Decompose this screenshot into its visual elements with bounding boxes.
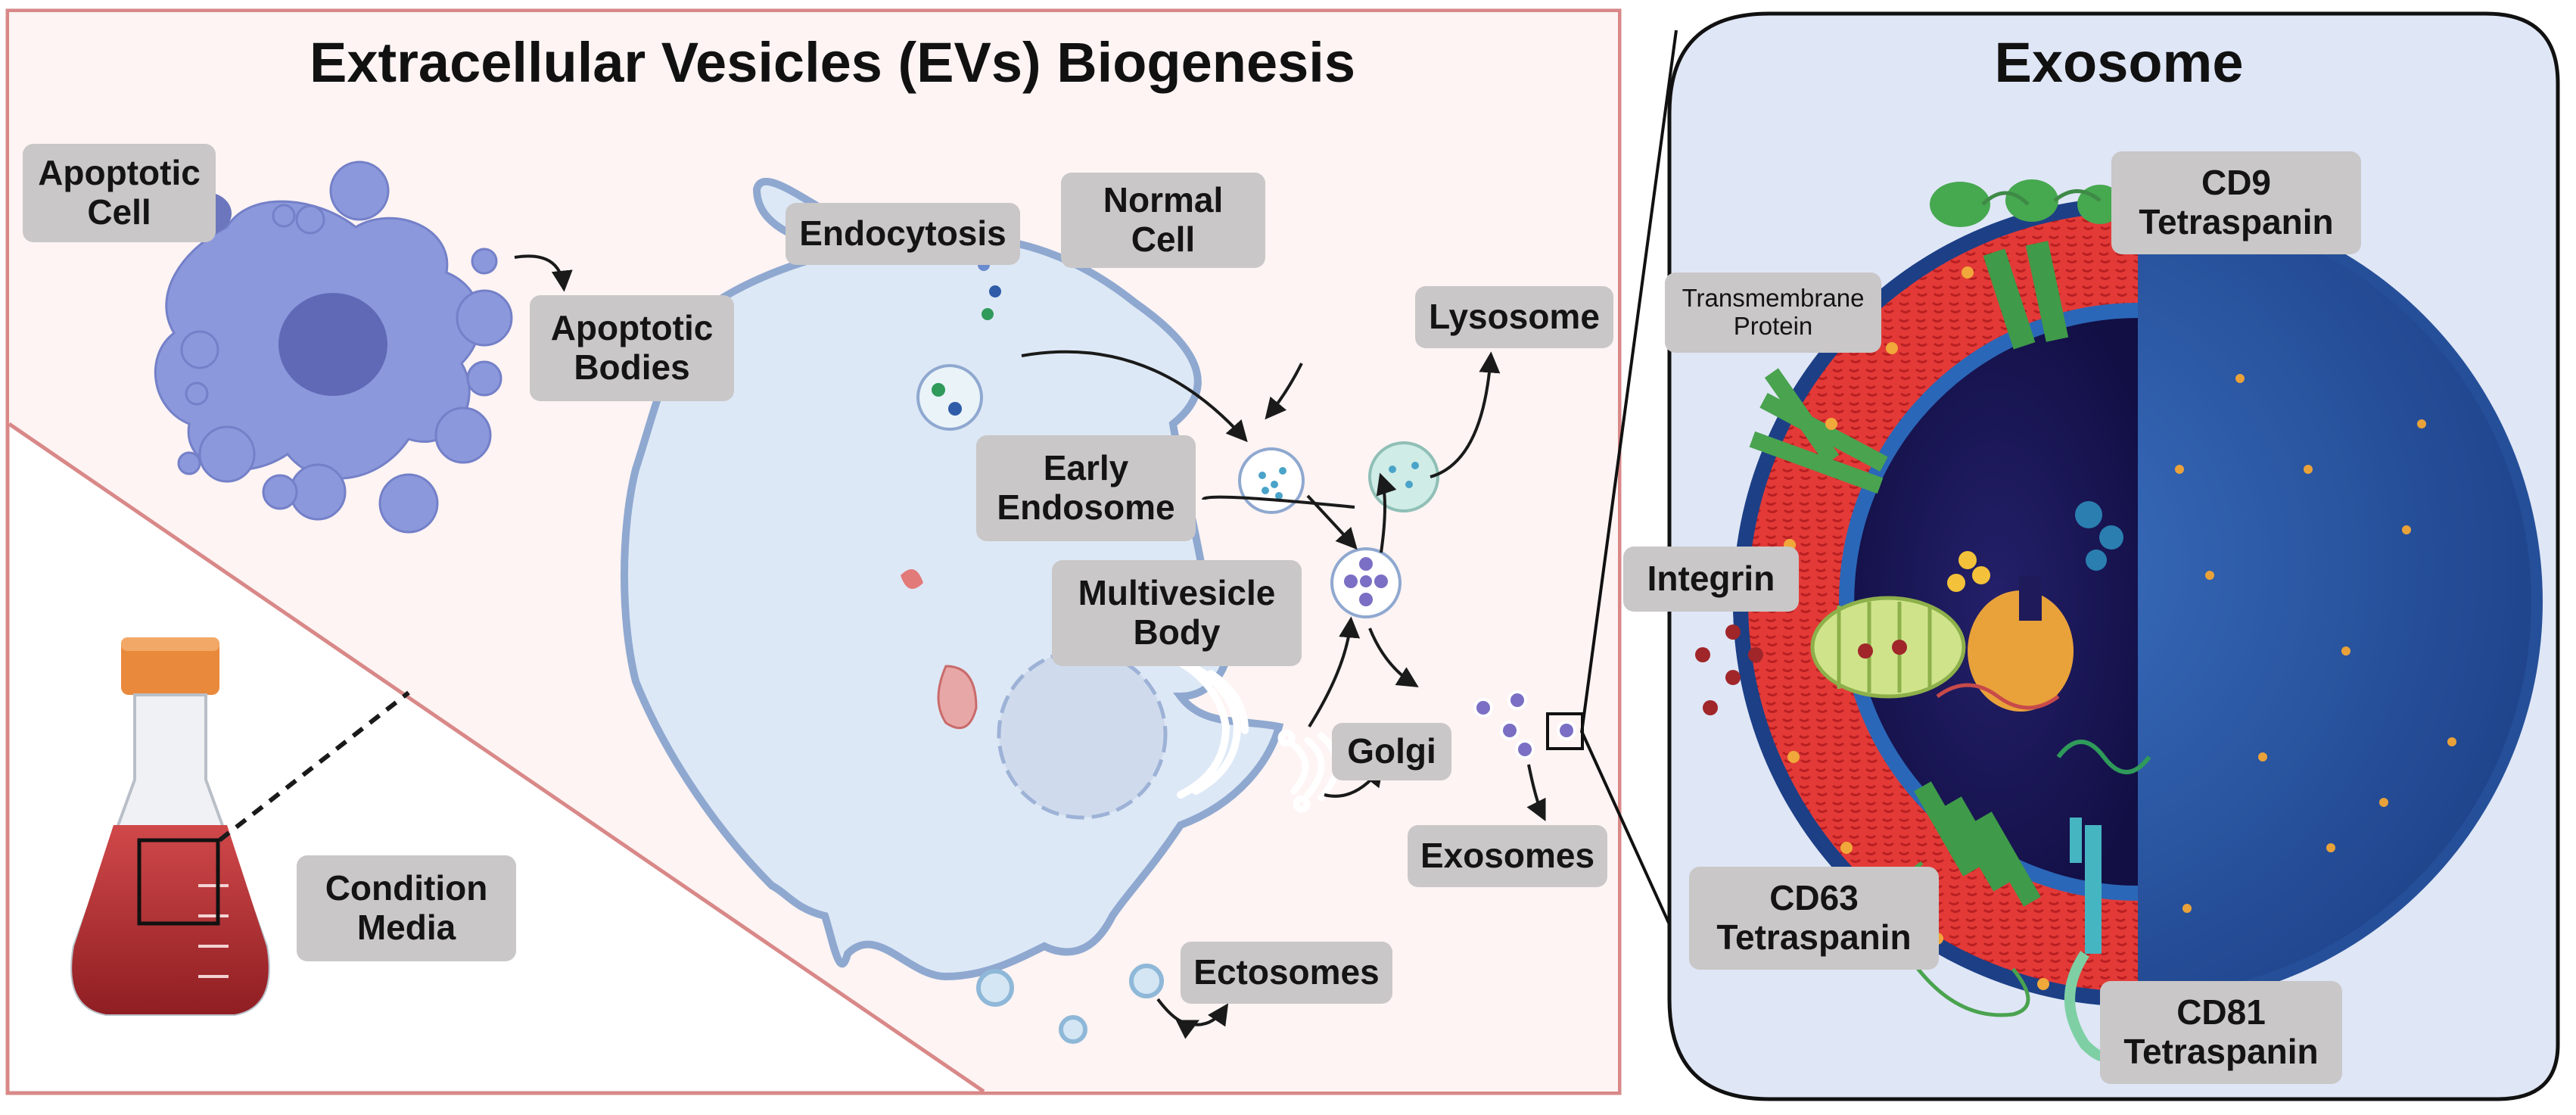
label-integrin: Integrin <box>1623 547 1799 612</box>
intraluminal-vesicles <box>1344 557 1388 606</box>
label-cd81-tetraspanin: CD81 Tetraspanin <box>2100 981 2342 1084</box>
cargo-dot <box>948 402 962 416</box>
apoptotic-body <box>180 330 219 369</box>
label-exosomes: Exosomes <box>1408 825 1607 887</box>
apoptotic-body <box>198 425 256 483</box>
cargo-rna <box>1936 683 2060 710</box>
ectosome-vesicles <box>976 964 1164 1044</box>
flask-graduations <box>198 884 229 978</box>
exosome-title: Exosome <box>1994 31 2244 94</box>
label-endocytosis: Endocytosis <box>786 203 1020 265</box>
label-golgi: Golgi <box>1332 723 1451 780</box>
apoptotic-body <box>329 160 390 221</box>
culture-flask <box>70 637 410 1016</box>
cd9-tetraspanin <box>1930 179 2123 350</box>
apoptotic-body <box>456 289 513 347</box>
apoptotic-body <box>471 248 498 275</box>
arrow-to-apoptotic-bodies <box>514 254 573 292</box>
label-apoptotic-cell: Apoptotic Cell <box>23 144 216 242</box>
mitochondrion-small <box>901 569 923 589</box>
integrin <box>1810 596 1966 699</box>
cargo-metabolites <box>1947 551 1990 592</box>
lysosome-organelle <box>1368 441 1439 512</box>
apoptotic-body <box>378 473 439 534</box>
zoom-box <box>137 838 220 926</box>
exosome-panel <box>1580 11 2560 1101</box>
apoptotic-body <box>262 474 298 510</box>
panel-diagonal <box>8 422 985 1094</box>
endocytosis-cargo <box>978 259 1001 320</box>
released-exosomes <box>1473 690 1576 759</box>
zoom-edge-top <box>1580 30 1678 733</box>
transmembrane-protein <box>1749 368 1888 494</box>
ligand-particles <box>1695 624 1763 715</box>
lysosome-content <box>1389 462 1419 488</box>
endocytic-vesicle <box>916 364 983 431</box>
label-condition-media: Condition Media <box>297 855 516 961</box>
apoptotic-nucleus <box>278 293 387 396</box>
main-title: Extracellular Vesicles (EVs) Biogenesis <box>309 31 1356 94</box>
endoplasmic-reticulum <box>1169 655 1249 799</box>
label-cd9-tetraspanin: CD9 Tetraspanin <box>2111 151 2361 254</box>
surface-particles <box>2175 374 2456 913</box>
cargo-protein <box>2075 501 2123 571</box>
apoptotic-body <box>289 463 347 521</box>
endosome-content <box>1258 467 1286 500</box>
pathway-arrows <box>1021 350 1546 1039</box>
flask-cap <box>121 637 219 695</box>
cargo-dot <box>932 383 945 397</box>
early-endosome <box>1238 447 1305 514</box>
label-early-endosome: Early Endosome <box>976 435 1196 541</box>
label-cd63-tetraspanin: CD63 Tetraspanin <box>1689 867 1939 970</box>
label-ectosomes: Ectosomes <box>1181 942 1392 1004</box>
apoptotic-body <box>295 204 325 235</box>
apoptotic-body <box>177 451 201 475</box>
label-normal-cell: Normal Cell <box>1061 173 1265 268</box>
zoom-line <box>218 690 410 842</box>
rim-dots <box>1784 266 2049 990</box>
cargo-rna <box>2056 740 2151 774</box>
cd63-tetraspanin <box>1893 781 2041 1017</box>
apoptotic-body <box>185 382 209 406</box>
cargo-enzyme <box>1968 590 2074 712</box>
label-apoptotic-bodies: Apoptotic Bodies <box>530 295 734 401</box>
flask-cap-top <box>121 637 219 651</box>
label-lysosome: Lysosome <box>1415 286 1613 348</box>
mitochondrion <box>937 665 978 730</box>
normal-cell <box>621 177 1584 1044</box>
apoptotic-body <box>434 406 492 464</box>
label-multivesicle-body: Multivesicle Body <box>1052 560 1302 666</box>
enzyme-cleft <box>2019 575 2042 621</box>
apoptotic-body <box>272 204 296 228</box>
label-transmembrane-protein: Transmembrane Protein <box>1665 273 1881 353</box>
nucleus <box>997 649 1168 820</box>
apoptotic-body <box>466 360 502 397</box>
